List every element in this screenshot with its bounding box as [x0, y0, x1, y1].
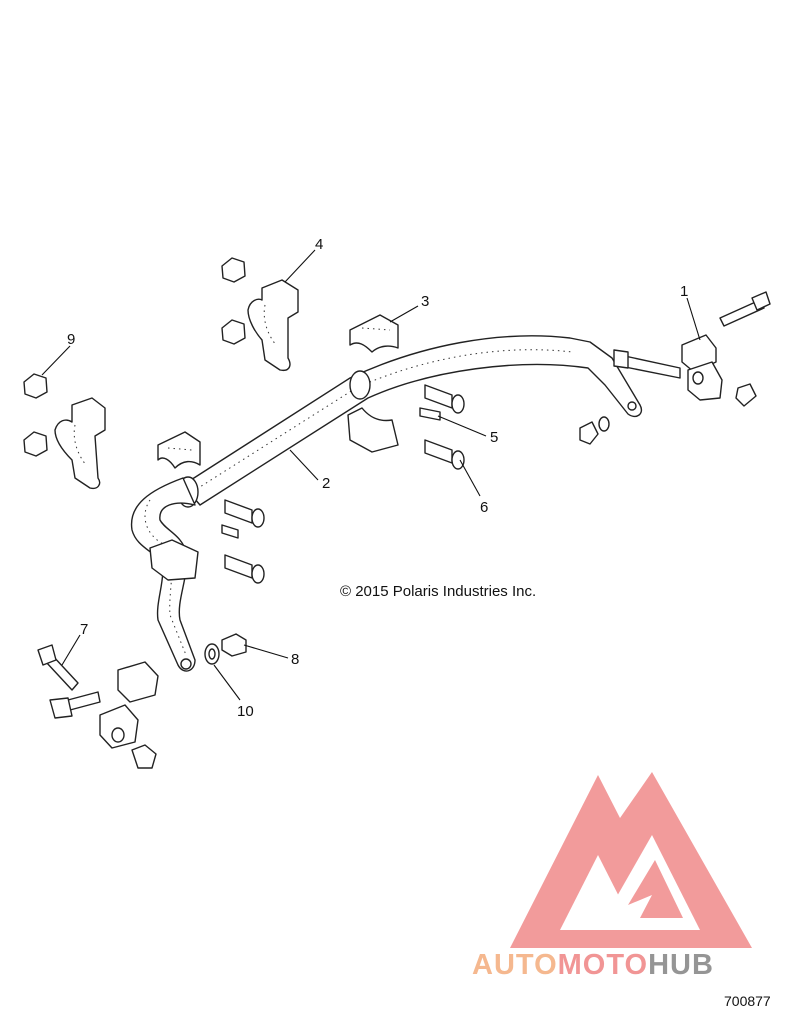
clamp-upper: [247, 279, 299, 372]
callout-labels: 1 2 3 4 5 6 7 8 9 10: [67, 236, 688, 720]
bushing-left: [157, 431, 201, 469]
grease-fitting-right: [419, 407, 441, 421]
diagram-id: 700877: [724, 993, 771, 1009]
watermark-logo: [510, 772, 752, 948]
callout-1: 1: [680, 283, 688, 300]
link-assembly-right: [579, 291, 771, 445]
bolt-right-1: [424, 384, 465, 414]
grease-fitting-left: [221, 524, 239, 539]
brand-word-auto: AUTO: [472, 949, 558, 981]
copyright-notice: © 2015 Polaris Industries Inc.: [340, 583, 536, 600]
leader-lines: [41, 249, 701, 701]
callout-9: 9: [67, 331, 75, 348]
nut-upper-2: [221, 319, 246, 345]
washer: [204, 643, 220, 665]
brand-word-moto: MOTO: [558, 949, 648, 981]
callout-4: 4: [315, 236, 323, 253]
bolt-right-2: [424, 439, 465, 470]
callout-10: 10: [237, 703, 254, 720]
bolt-left-1: [224, 499, 265, 528]
callout-5: 5: [490, 429, 498, 446]
nut-left-1: [23, 373, 48, 399]
flange-nut: [221, 633, 247, 657]
nut-left-2: [23, 431, 48, 457]
bolt-left-2: [224, 554, 265, 584]
link-assembly-left: [37, 644, 159, 769]
callout-3: 3: [421, 293, 429, 310]
bushing-bottom-left: [149, 539, 199, 581]
brand-word-hub: HUB: [648, 949, 714, 981]
nut-upper-1: [221, 257, 246, 283]
callout-7: 7: [80, 621, 88, 638]
watermark-brand: AUTOMOTOHUB: [472, 949, 714, 981]
callout-2: 2: [322, 475, 330, 492]
callout-8: 8: [291, 651, 299, 668]
callout-6: 6: [480, 499, 488, 516]
bushing-lower: [347, 407, 399, 453]
clamp-left: [54, 397, 106, 490]
bushing-upper: [349, 314, 399, 353]
svg-text:AUTOMOTOHUB: AUTOMOTOHUB: [472, 949, 714, 981]
stabilizer-bar: [130, 335, 643, 672]
